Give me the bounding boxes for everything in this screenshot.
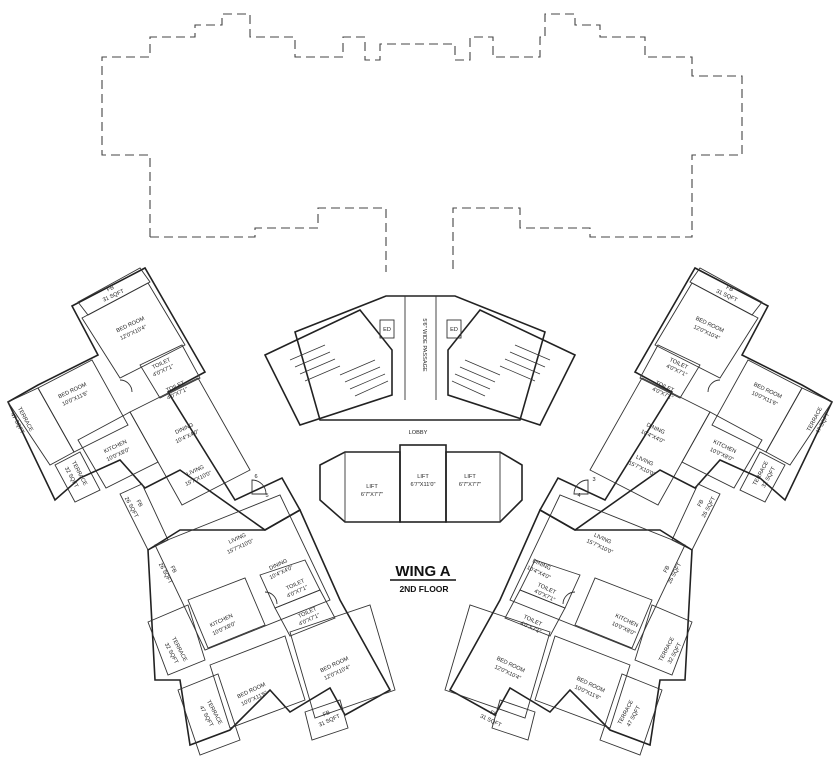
- central-core: [263, 295, 577, 523]
- flat-number-4: 4: [577, 493, 580, 499]
- lobby-label: LOBBY: [409, 430, 428, 436]
- door-swings: [119, 379, 721, 605]
- lift-1-name: LIFT: [366, 484, 378, 490]
- flat-number-6: 6: [254, 474, 257, 480]
- bl-fb2-name: FB: [322, 710, 331, 719]
- flat-bottom-right: [444, 494, 693, 756]
- flat-number-3: 3: [592, 477, 595, 483]
- left-stair-treads: [289, 344, 389, 397]
- tr-fb-name: FB: [725, 285, 734, 294]
- top-left-labels: FB 31 SQFT BED ROOM 12'0"X10'4" BED ROOM…: [9, 285, 213, 520]
- passage-label: 5'6" WIDE PASSAGE: [421, 318, 427, 372]
- floor-title: 2ND FLOOR: [399, 584, 448, 594]
- lift-3-size: 6'7"X7'7": [459, 482, 481, 488]
- right-stair-treads: [451, 344, 551, 397]
- lift-2-size: 6'7"X11'0": [411, 482, 436, 488]
- br-fb-size: 26 SQFT: [667, 562, 683, 585]
- ed-left-label: ED: [383, 327, 391, 333]
- tl-fb-name: FB: [106, 285, 115, 294]
- bottom-right-labels: FB 26 SQFT LIVING 15'7"X10'0" DINING 10'…: [479, 532, 683, 728]
- bl-fb-name: FB: [169, 565, 178, 574]
- top-right-labels: FB 31 SQFT BED ROOM 12'0"X10'4" BED ROOM…: [627, 285, 831, 519]
- flat-top-right: [538, 266, 834, 551]
- wing-title: WING A: [395, 563, 450, 580]
- br-fb2-name: FB: [489, 710, 498, 719]
- flat-number-5: 5: [265, 493, 268, 499]
- ed-right-label: ED: [450, 327, 458, 333]
- lift-2-name: LIFT: [417, 474, 429, 480]
- flat-bottom-left: [147, 494, 396, 756]
- br-fb-name: FB: [663, 565, 672, 574]
- flat-top-left: [6, 266, 302, 551]
- tr-fb2-name: FB: [697, 499, 706, 508]
- tl-fb2-name: FB: [135, 499, 144, 508]
- lift-3-name: LIFT: [464, 474, 476, 480]
- adjacent-wing-outline: [101, 13, 743, 272]
- lift-1-size: 6'7"X7'7": [361, 492, 383, 498]
